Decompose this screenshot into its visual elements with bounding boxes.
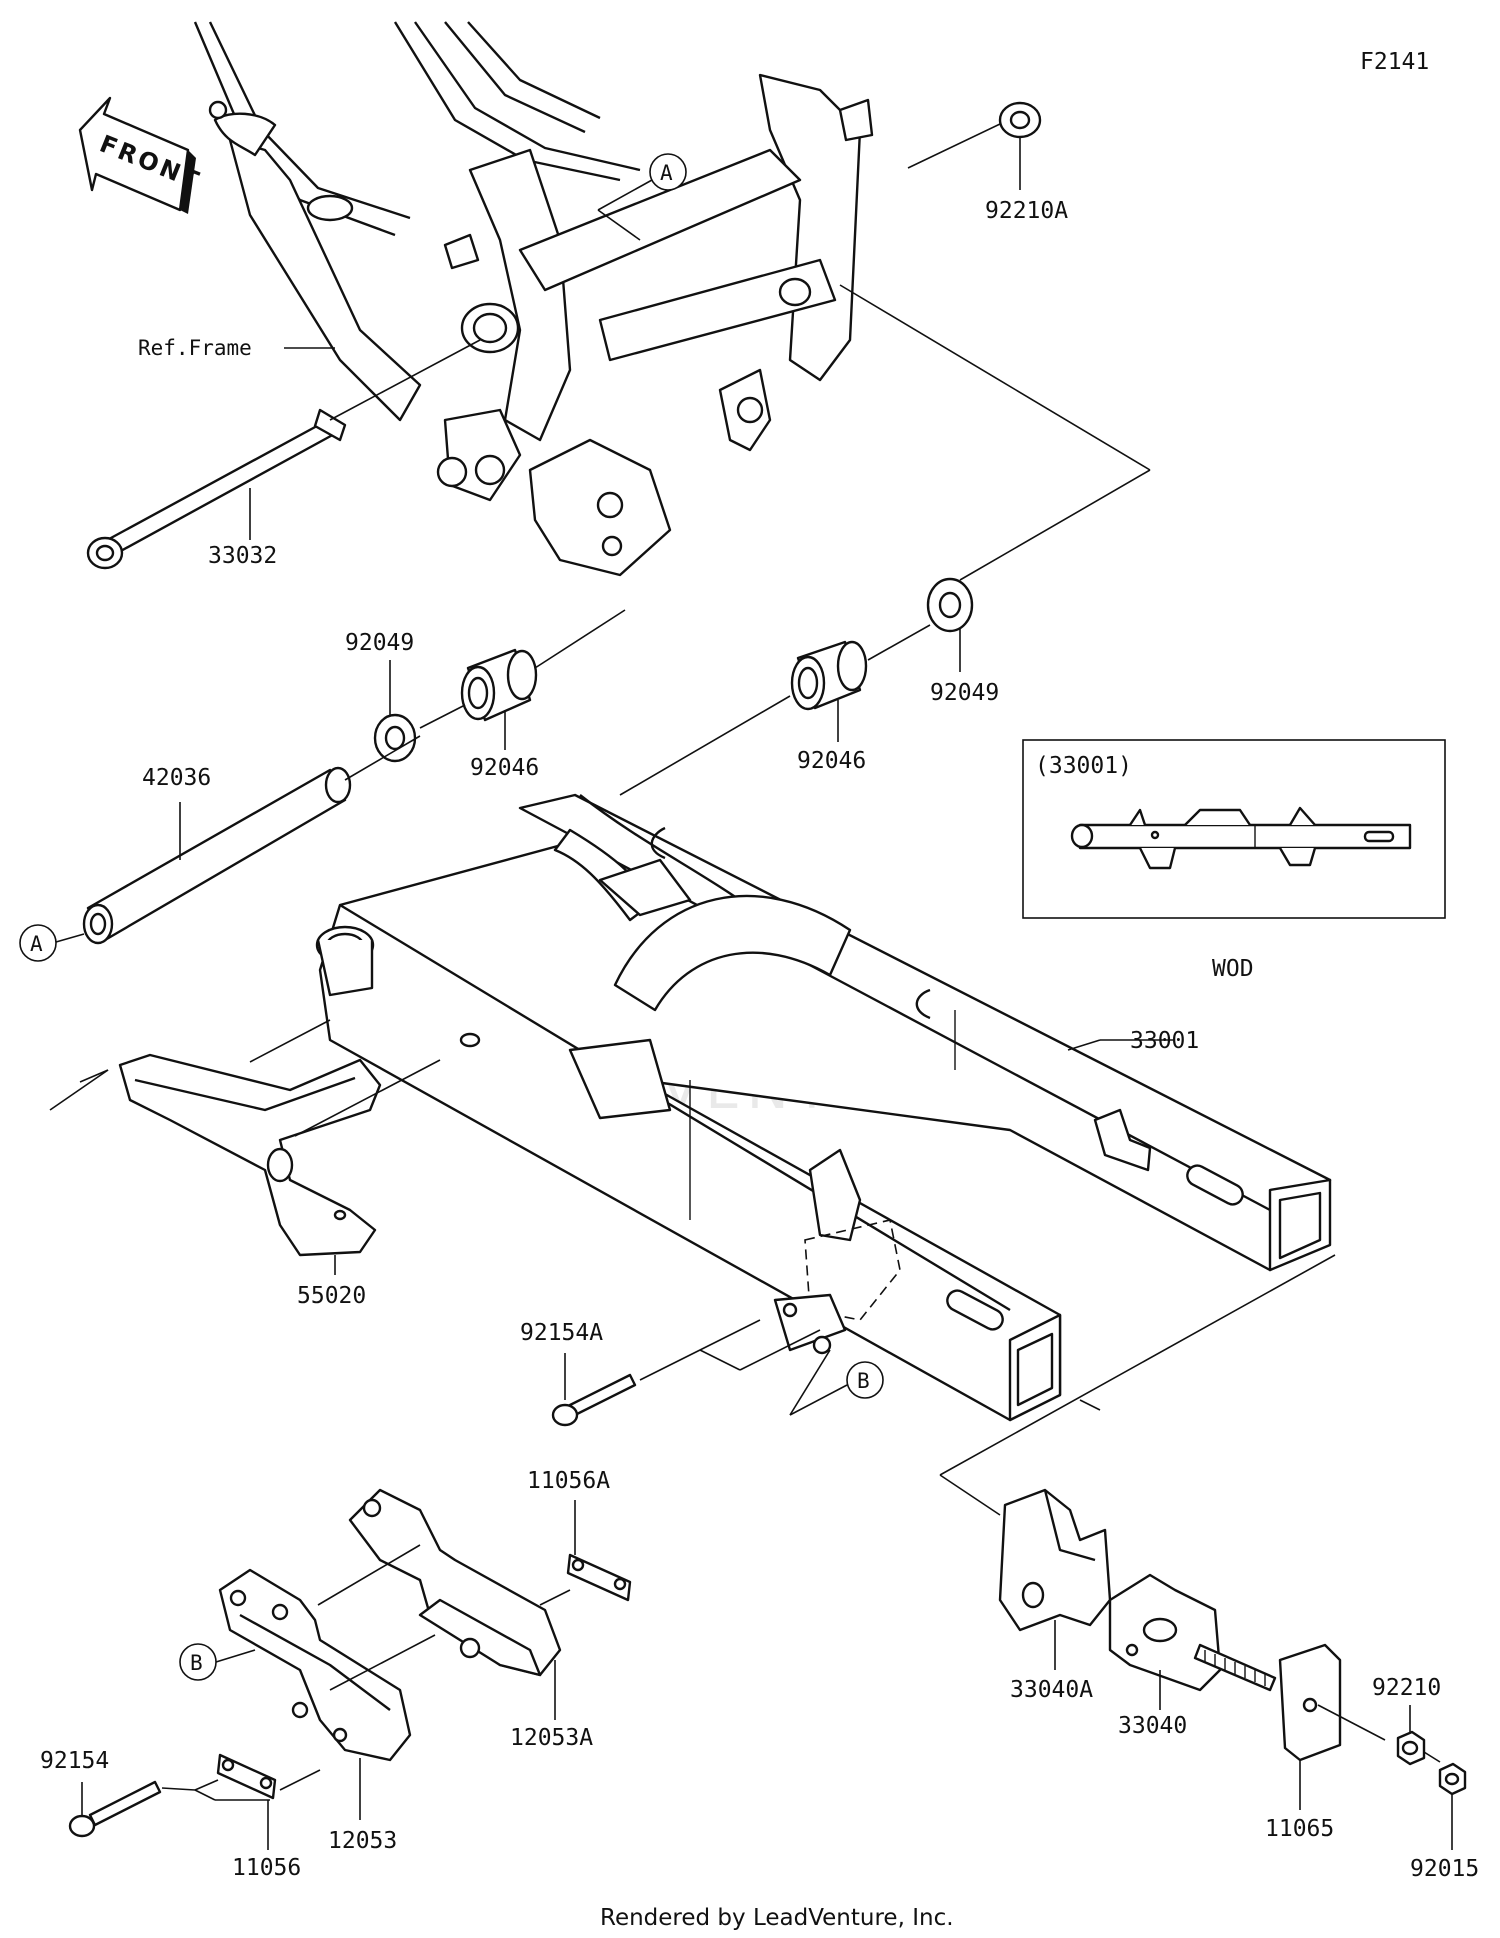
swingarm-33001	[315, 793, 1332, 1422]
bolt-92154	[68, 1780, 196, 1838]
adjuster-block-33040a	[998, 1488, 1112, 1670]
bolt-92154a	[551, 1319, 821, 1427]
label-11056: 11056	[232, 1855, 301, 1881]
label-11056a: 11056A	[527, 1468, 610, 1494]
plate-11056	[194, 1753, 321, 1850]
sleeve-42036	[82, 735, 421, 945]
chain-guide-12053a	[348, 1488, 562, 1720]
svg-text:B: B	[190, 1651, 203, 1675]
pivot-shaft-33032	[86, 339, 481, 570]
label-92210a: 92210A	[985, 198, 1068, 224]
label-12053: 12053	[328, 1828, 397, 1854]
nut-92210	[1396, 1705, 1441, 1766]
label-33040: 33040	[1118, 1713, 1187, 1739]
inset-title: (33001)	[1035, 753, 1132, 779]
front-arrow-icon: FRONT	[78, 96, 205, 214]
label-55020: 55020	[297, 1283, 366, 1309]
seal-92049-right	[926, 577, 974, 672]
bearing-92046-right	[619, 624, 931, 796]
nut-92210a	[907, 101, 1042, 190]
label-42036: 42036	[142, 765, 211, 791]
label-92049-left: 92049	[345, 630, 414, 656]
ref-b-top: B	[789, 1349, 884, 1416]
label-33032: 33032	[208, 543, 277, 569]
label-92049-right: 92049	[930, 680, 999, 706]
chain-guide-12053	[218, 1544, 436, 1820]
bearing-92046-left	[419, 609, 626, 750]
label-33040a: 33040A	[1010, 1677, 1093, 1703]
label-92154a: 92154A	[520, 1320, 603, 1346]
label-33001: 33001	[1130, 1028, 1199, 1054]
svg-text:B: B	[857, 1369, 870, 1393]
svg-text:A: A	[30, 932, 43, 956]
label-92210: 92210	[1372, 1675, 1441, 1701]
ref-a-top: A	[597, 153, 687, 241]
plate-11065	[1278, 1643, 1386, 1810]
svg-text:A: A	[660, 161, 673, 185]
adjuster-33040	[1108, 1573, 1277, 1710]
plate-11056a	[539, 1500, 632, 1606]
chain-slider-55020	[49, 1019, 441, 1275]
diagram-code: F2141	[1360, 49, 1429, 75]
inset-33001: (33001)	[1022, 739, 1446, 919]
label-12053a: 12053A	[510, 1725, 593, 1751]
inset-caption: WOD	[1212, 956, 1254, 982]
nut-92015	[1438, 1762, 1467, 1850]
frame-drawing	[193, 21, 874, 577]
ref-a-bottom: A	[19, 924, 85, 962]
footer-credit: Rendered by LeadVenture, Inc.	[600, 1905, 954, 1931]
label-92015: 92015	[1410, 1856, 1479, 1882]
label-92046-left: 92046	[470, 755, 539, 781]
ref-frame-label: Ref.Frame	[138, 336, 252, 360]
ref-b-bottom: B	[179, 1643, 256, 1681]
label-92154: 92154	[40, 1748, 109, 1774]
label-92046-right: 92046	[797, 748, 866, 774]
label-11065: 11065	[1265, 1816, 1334, 1842]
seal-92049-left	[373, 660, 417, 763]
